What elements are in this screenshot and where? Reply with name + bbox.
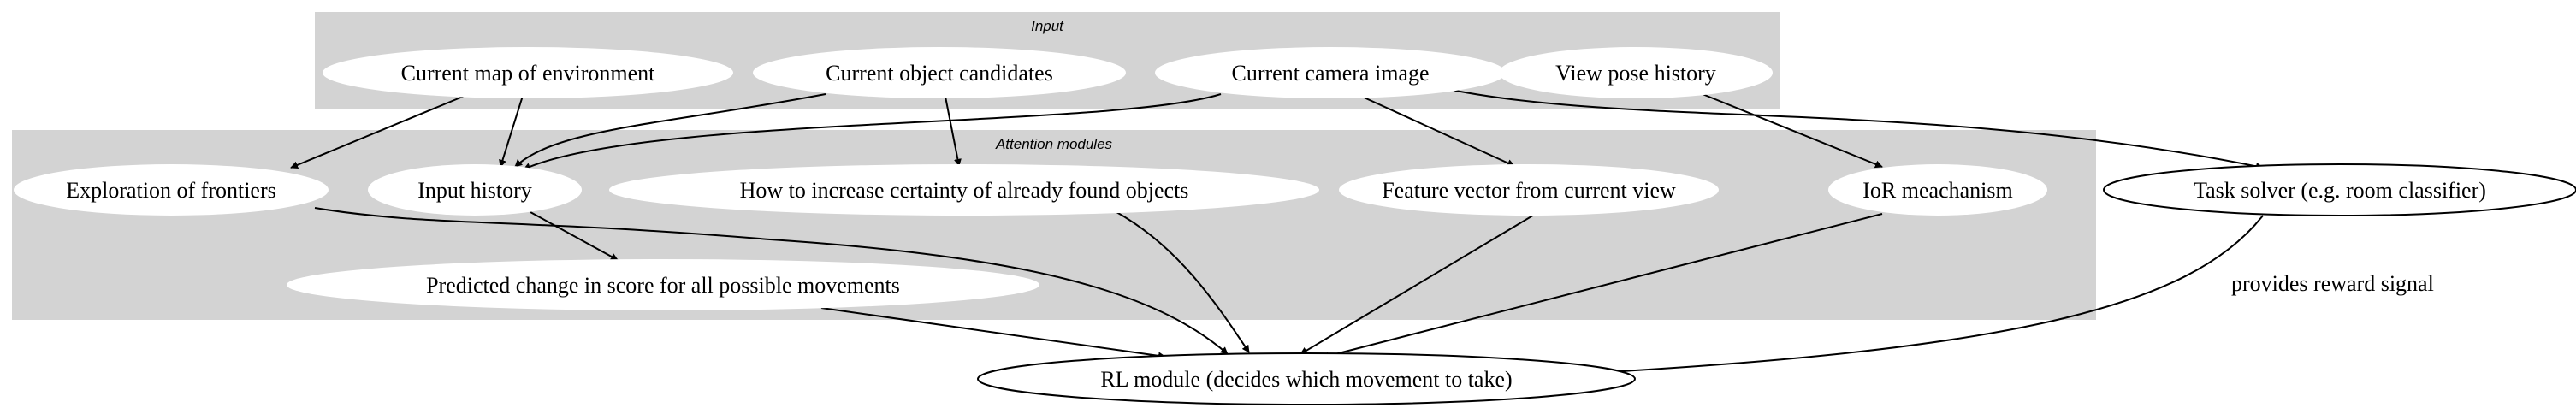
node-label-increase-certainty: How to increase certainty of already fou… <box>740 178 1189 203</box>
edge-viewpose-to-ior <box>1702 93 1883 169</box>
edge-candidates-to-certainty <box>945 96 962 167</box>
node-predicted-change: Predicted change in score for all possib… <box>287 259 1039 310</box>
node-label-rl-module: RL module (decides which movement to tak… <box>1100 367 1512 392</box>
node-increase-certainty: How to increase certainty of already fou… <box>609 164 1319 216</box>
edge-feature-vector-to-rl <box>1300 213 1537 355</box>
node-label-feature-vector: Feature vector from current view <box>1382 178 1676 203</box>
edge-certainty-to-rl <box>1116 211 1250 353</box>
node-input-history: Input history <box>368 164 582 216</box>
edge-label-reward-signal: provides reward signal <box>2231 271 2434 296</box>
node-label-predicted-change: Predicted change in score for all possib… <box>426 273 900 298</box>
node-label-camera-image: Current camera image <box>1232 61 1430 86</box>
node-current-map: Current map of environment <box>323 47 733 98</box>
edge-exploration-to-rl <box>314 207 1229 355</box>
edge-map-to-exploration <box>290 93 470 169</box>
edge-ior-to-rl <box>1321 213 1883 360</box>
node-label-current-map: Current map of environment <box>401 61 656 86</box>
node-camera-image: Current camera image <box>1155 47 1506 98</box>
edge-camera-to-task-solver <box>1438 86 2264 170</box>
node-label-object-candidates: Current object candidates <box>826 61 1053 86</box>
edge-task-solver-to-rl <box>1560 215 2264 379</box>
node-view-pose-history: View pose history <box>1499 47 1773 98</box>
node-label-input-history: Input history <box>417 178 532 203</box>
node-task-solver: Task solver (e.g. room classifier) <box>2103 163 2576 216</box>
edges <box>290 86 2264 379</box>
edge-map-to-input-history <box>499 95 524 168</box>
node-object-candidates: Current object candidates <box>753 47 1126 98</box>
edge-input-history-to-predicted <box>530 211 619 261</box>
node-rl-module: RL module (decides which movement to tak… <box>977 352 1636 405</box>
node-label-ior-mechanism: IoR meachanism <box>1862 178 2012 203</box>
node-label-view-pose-history: View pose history <box>1555 61 1716 86</box>
edge-camera-to-feature-vector <box>1359 95 1515 167</box>
input-cluster-label: Input <box>1031 18 1064 34</box>
attention-cluster-label: Attention modules <box>995 136 1113 152</box>
node-label-task-solver: Task solver (e.g. room classifier) <box>2194 178 2486 203</box>
node-ior-mechanism: IoR meachanism <box>1828 164 2047 216</box>
node-exploration-frontiers: Exploration of frontiers <box>14 164 329 216</box>
node-feature-vector: Feature vector from current view <box>1339 164 1719 216</box>
node-label-exploration-frontiers: Exploration of frontiers <box>66 178 276 203</box>
edge-camera-to-input-history <box>523 93 1222 170</box>
edge-candidates-to-input-history <box>514 93 826 168</box>
edge-predicted-to-rl <box>820 307 1166 360</box>
